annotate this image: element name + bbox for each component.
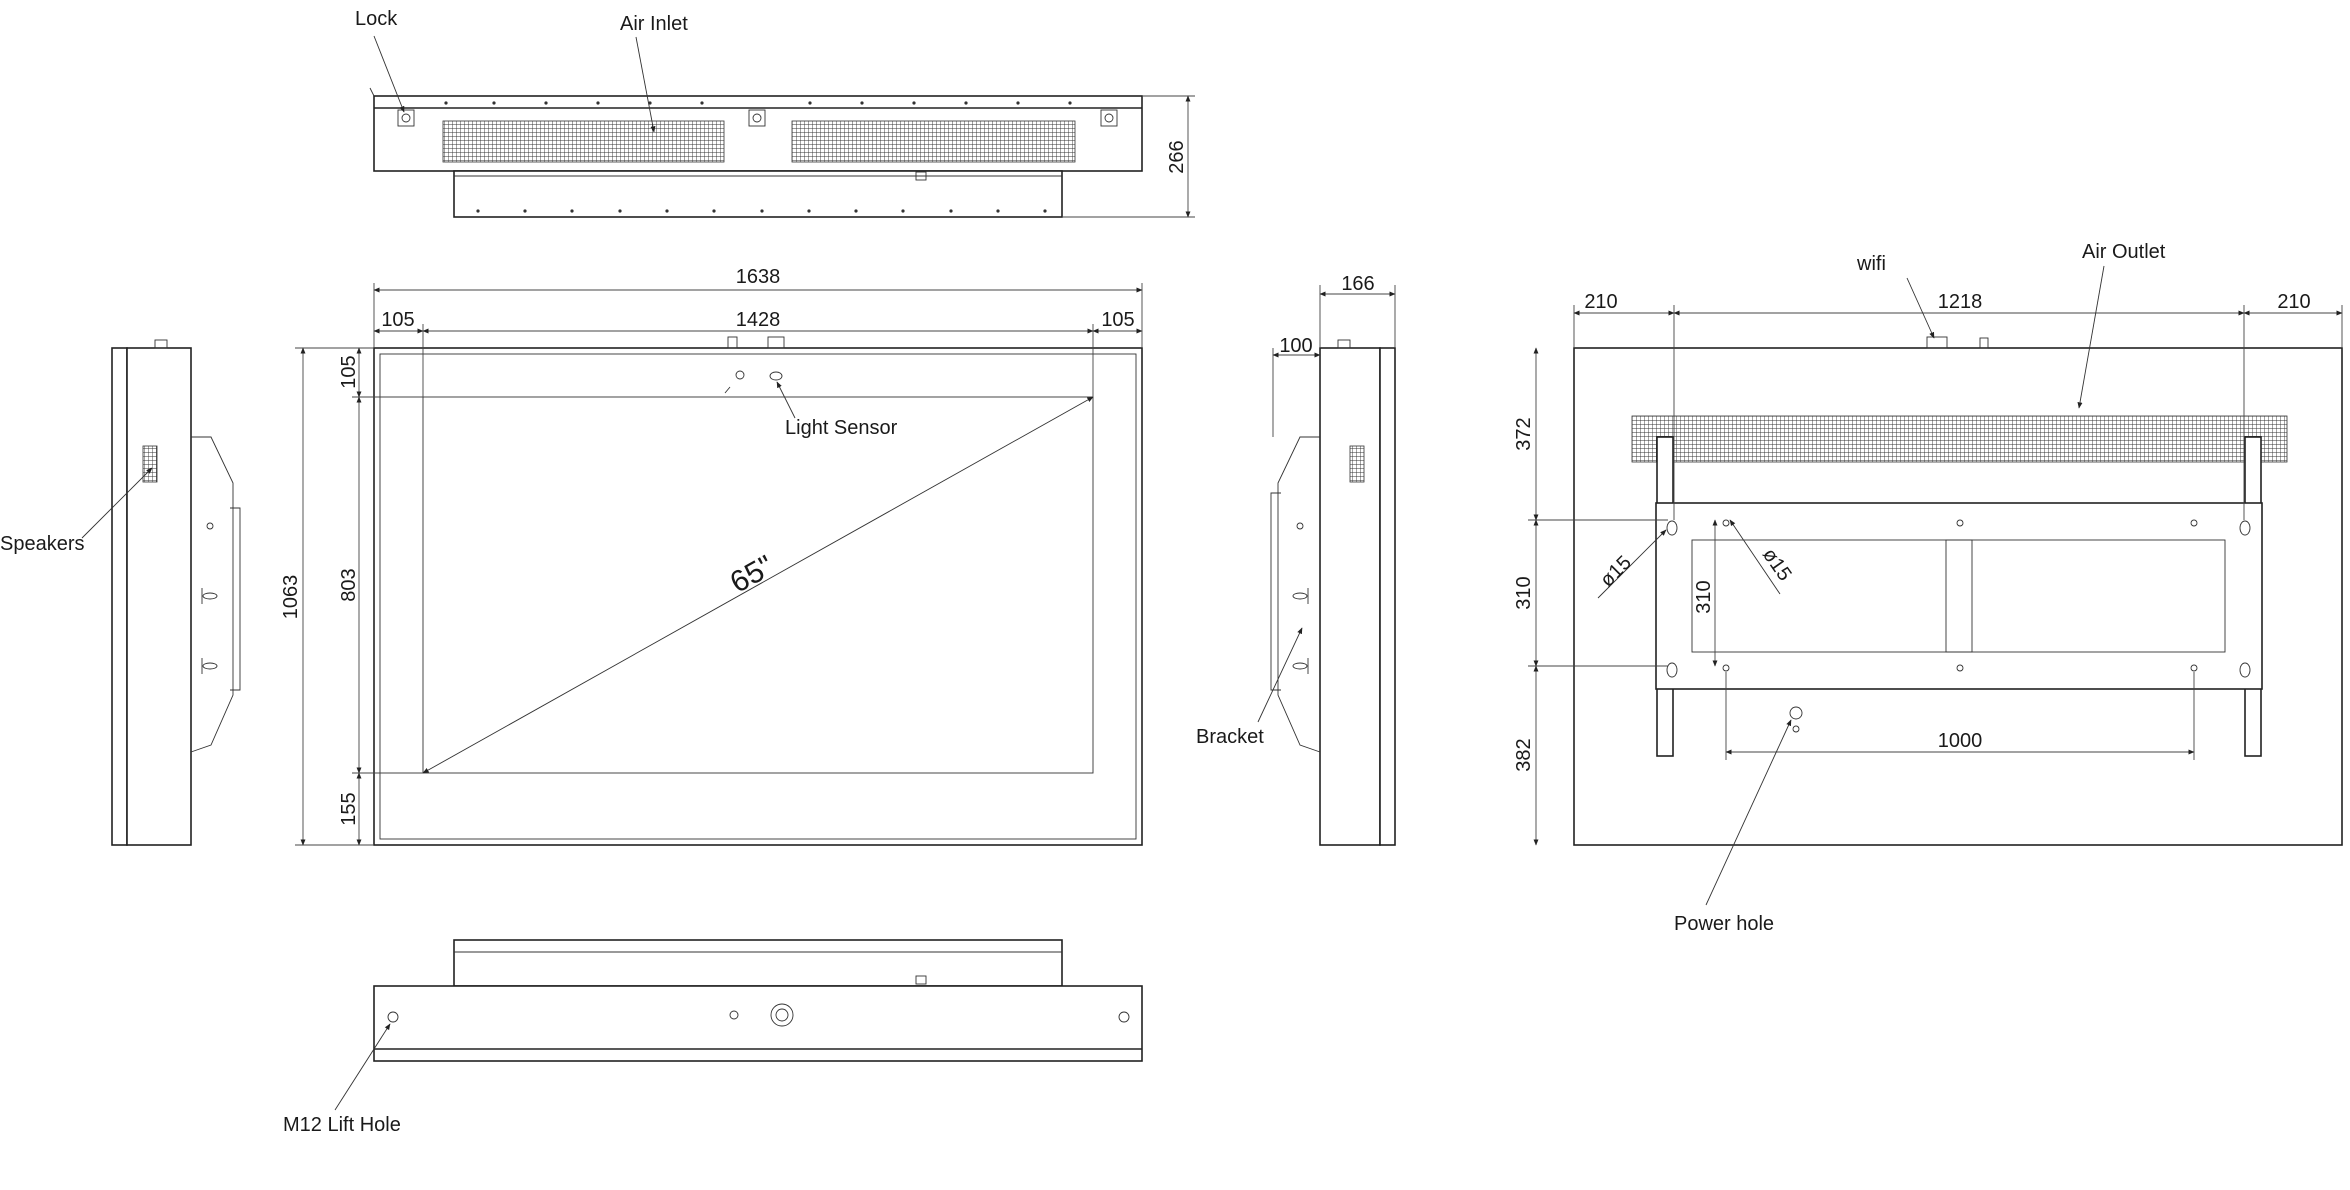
label-bracket: Bracket xyxy=(1196,726,1264,748)
front-view: 65" Light Sensor 1638 105 1428 105 1063 … xyxy=(280,266,1143,846)
lift-hole-icon xyxy=(387,1011,399,1023)
dim-bezel-top: 105 xyxy=(338,355,360,388)
label-air-outlet: Air Outlet xyxy=(2082,241,2166,263)
dim-rear-left: 210 xyxy=(1584,291,1617,313)
label-air-inlet: Air Inlet xyxy=(620,13,688,35)
light-sensor-icon xyxy=(735,370,745,380)
dim-hole-spacing: 1000 xyxy=(1938,730,1983,752)
dim-rear-mount: 310 xyxy=(1513,576,1535,609)
dim-rear-top: 372 xyxy=(1513,417,1535,450)
air-inlet-grille-right xyxy=(791,120,1076,163)
dim-side-depth: 166 xyxy=(1341,273,1374,295)
dim-screen-width: 1428 xyxy=(736,309,781,331)
label-speakers: Speakers xyxy=(0,533,85,555)
air-inlet-grille-left xyxy=(442,120,725,163)
dim-rear-mount-inner: 310 xyxy=(1693,580,1715,613)
top-view: 266 Lock Air Inlet xyxy=(355,8,1195,218)
power-hole-icon xyxy=(1789,706,1803,720)
dim-bezel-left: 105 xyxy=(381,309,414,331)
dim-overall-height: 1063 xyxy=(280,575,302,620)
label-lift-hole: M12 Lift Hole xyxy=(283,1114,401,1136)
label-light-sensor: Light Sensor xyxy=(785,417,898,439)
rear-view: 210 1218 210 372 310 382 310 ø15 ø15 100… xyxy=(1513,241,2343,935)
speaker-grille xyxy=(142,445,158,483)
dim-rear-bottom: 382 xyxy=(1513,738,1535,771)
air-outlet-grille xyxy=(1631,415,2288,463)
right-side-view: 166 100 Bracket xyxy=(1196,273,1396,846)
bottom-view: M12 Lift Hole xyxy=(283,939,1143,1136)
label-lock: Lock xyxy=(355,8,398,30)
dim-rear-right: 210 xyxy=(2277,291,2310,313)
dim-bracket-depth: 100 xyxy=(1279,335,1312,357)
dim-bezel-right: 105 xyxy=(1101,309,1134,331)
dim-overall-width: 1638 xyxy=(736,266,781,288)
label-wifi: wifi xyxy=(1856,253,1886,275)
dim-top-depth: 266 xyxy=(1166,140,1188,173)
dim-rear-mid: 1218 xyxy=(1938,291,1983,313)
left-side-view: Speakers xyxy=(0,339,241,846)
dim-bezel-bottom: 155 xyxy=(338,792,360,825)
mounting-plate xyxy=(1655,502,2263,690)
lock-icon xyxy=(397,109,1118,127)
label-power-hole: Power hole xyxy=(1674,913,1774,935)
wifi-antenna-icon xyxy=(1926,336,1948,349)
dim-screen-height: 803 xyxy=(338,568,360,601)
